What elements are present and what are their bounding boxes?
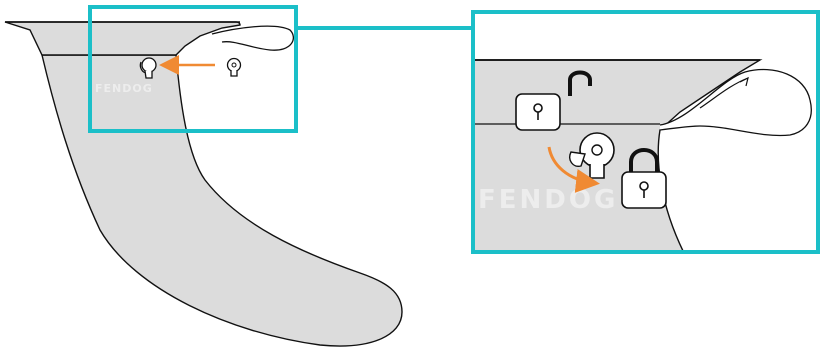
fin-overview: FENDOG [4,5,403,347]
rotate-arrow-icon [547,146,600,193]
padlock-closed-icon [621,148,667,209]
fin-tab [211,25,294,51]
zoom-fin-tab [659,68,812,137]
callout-zoom-frame [471,10,820,254]
zoom-detail: FENDOG [471,10,820,254]
padlock-open-icon [515,70,592,131]
fin-base-plate [4,21,241,56]
fin-blade [41,54,403,347]
watermark-small: FENDOG [95,82,153,95]
fin-key-icon [226,57,242,77]
fin-keyhole-icon [139,57,157,79]
watermark-large: FENDOG [478,185,618,215]
callout-source-frame [88,5,298,133]
